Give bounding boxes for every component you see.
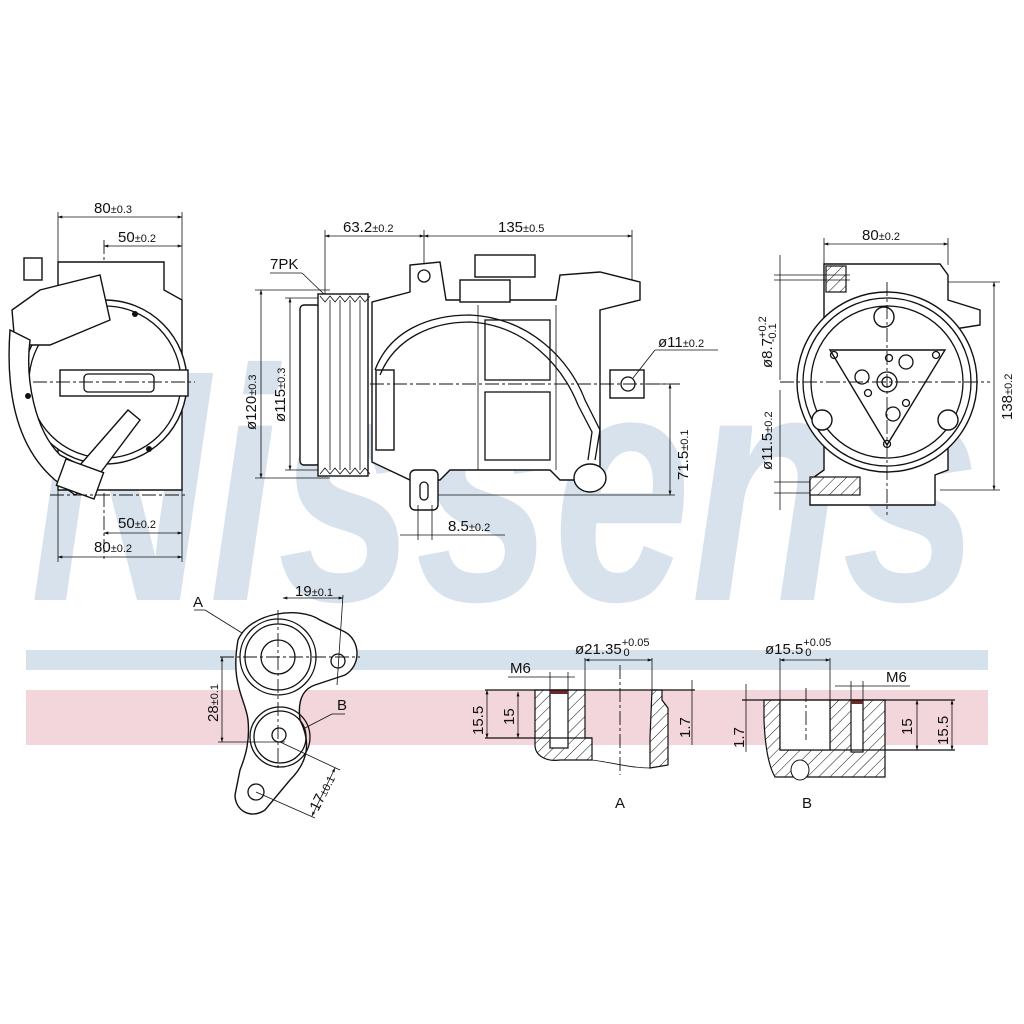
dim-left-bottom-inner: 50±0.2	[118, 515, 156, 532]
dim-port-spacing: 28±0.1	[205, 684, 222, 722]
dim-left-bottom-outer: 80±0.2	[94, 539, 132, 556]
left-view: 80±0.3 50±0.2 50±0.2 80±0.2	[8, 200, 195, 562]
dim-slot-width: 8.5±0.2	[448, 518, 490, 535]
dim-pulley-offset: 63.2±0.2	[343, 219, 394, 236]
dim-left-top-inner: 50±0.2	[118, 229, 156, 246]
flange-view: A B 19±0.1 28±0.1 17±0.1	[193, 583, 360, 819]
dim-step-a: 1.7	[677, 717, 694, 738]
dim-right-width: 80±0.2	[862, 227, 900, 244]
dim-dia-outer: ø120±0.3	[243, 374, 260, 430]
dim-body-length: 135±0.5	[498, 219, 544, 236]
section-a-label: A	[615, 795, 625, 812]
watermark-band-blue	[26, 650, 988, 670]
label-7pk: 7PK	[270, 256, 298, 273]
label-port-b: B	[337, 697, 347, 714]
dim-depth-outer-a: 15.5	[470, 706, 487, 735]
label-thread-a: M6	[510, 660, 531, 677]
right-view: 80±0.2 ø8.7+0.2-0.1 ø11.5±0.2	[757, 227, 1016, 515]
section-b-label: B	[802, 795, 812, 812]
dim-top-hole: ø8.7+0.2-0.1	[757, 316, 779, 368]
dim-dia-inner: ø115±0.3	[272, 368, 289, 422]
dim-mount-height: 71.5±0.1	[675, 429, 692, 480]
front-view: 63.2±0.2 135±0.5 7PK ø120±0.3 ø115±0.3	[243, 219, 718, 540]
label-thread-b: M6	[886, 669, 907, 686]
dim-mount-hole: ø11±0.2	[658, 334, 704, 351]
dim-depth-inner-b: 15	[899, 718, 916, 735]
dim-bottom-hole: ø11.5±0.2	[759, 411, 776, 470]
label-port-a: A	[193, 594, 203, 611]
dim-offset-b: 17±0.1	[306, 772, 338, 814]
dim-depth-outer-b: 15.5	[935, 716, 952, 745]
dim-step-b: 1.7	[731, 727, 748, 748]
dim-offset-a: 19±0.1	[295, 583, 333, 600]
dim-depth-inner-a: 15	[501, 708, 518, 725]
dim-left-top-outer: 80±0.3	[94, 200, 132, 217]
dim-right-height: 138±0.2	[999, 374, 1016, 420]
